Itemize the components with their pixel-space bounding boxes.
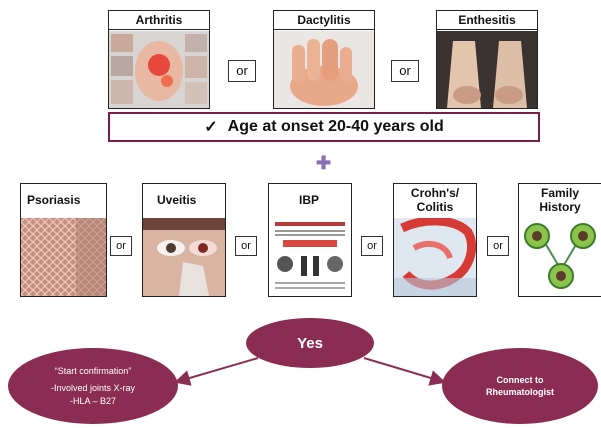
crohns-label-line2: Colitis — [394, 200, 476, 214]
rheumatologist-node: Connect to Rheumatologist — [442, 348, 598, 424]
arthritis-label: Arthritis — [109, 11, 209, 30]
connect-line1: Connect to — [497, 374, 544, 386]
family-history-image — [519, 218, 601, 296]
uveitis-image — [143, 218, 225, 296]
age-onset-text: Age at onset 20-40 years old — [228, 118, 444, 136]
age-onset-box: ✓ Age at onset 20-40 years old — [108, 112, 540, 142]
arthritis-card: Arthritis — [108, 10, 210, 109]
psoriasis-label: Psoriasis — [21, 184, 106, 216]
family-label-line2: History — [519, 200, 601, 214]
family-history-label: Family History — [519, 184, 601, 218]
or-connector-6: or — [487, 236, 509, 256]
arthritis-image — [109, 31, 209, 108]
psoriasis-image — [21, 218, 106, 296]
ibp-card: IBP — [268, 183, 352, 297]
family-history-card: Family History — [518, 183, 601, 297]
arrow-to-confirmation — [176, 358, 258, 382]
yes-label: Yes — [297, 335, 323, 352]
enthesitis-image — [437, 31, 537, 108]
start-confirmation-node: “Start confirmation” -Involved joints X-… — [8, 348, 178, 424]
hla-line: -HLA – B27 — [70, 395, 116, 408]
dactylitis-image — [274, 31, 374, 108]
or-connector-2: or — [391, 60, 419, 82]
family-label-line1: Family — [519, 186, 601, 200]
psoriasis-card: Psoriasis — [20, 183, 107, 297]
uveitis-card: Uveitis — [142, 183, 226, 297]
or-connector-1: or — [228, 60, 256, 82]
crohns-colitis-image — [394, 218, 476, 296]
connect-line2: Rheumatologist — [486, 386, 554, 398]
or-connector-3: or — [110, 236, 132, 256]
yes-node: Yes — [246, 318, 374, 368]
crohns-label-line1: Crohn's/ — [394, 186, 476, 200]
or-connector-4: or — [235, 236, 257, 256]
dactylitis-label: Dactylitis — [274, 11, 374, 30]
xray-line: -Involved joints X-ray — [51, 382, 135, 395]
ibp-label: IBP — [269, 184, 351, 216]
plus-icon: ✚ — [316, 153, 331, 174]
start-confirmation-title: “Start confirmation” — [55, 365, 132, 378]
ibp-image — [269, 218, 351, 296]
crohns-colitis-card: Crohn's/ Colitis — [393, 183, 477, 297]
crohns-colitis-label: Crohn's/ Colitis — [394, 184, 476, 218]
check-icon: ✓ — [204, 117, 217, 137]
uveitis-label: Uveitis — [143, 184, 225, 216]
or-connector-5: or — [361, 236, 383, 256]
enthesitis-label: Enthesitis — [437, 11, 537, 30]
arrow-to-rheumatologist — [364, 358, 444, 382]
enthesitis-card: Enthesitis — [436, 10, 538, 109]
dactylitis-card: Dactylitis — [273, 10, 375, 109]
